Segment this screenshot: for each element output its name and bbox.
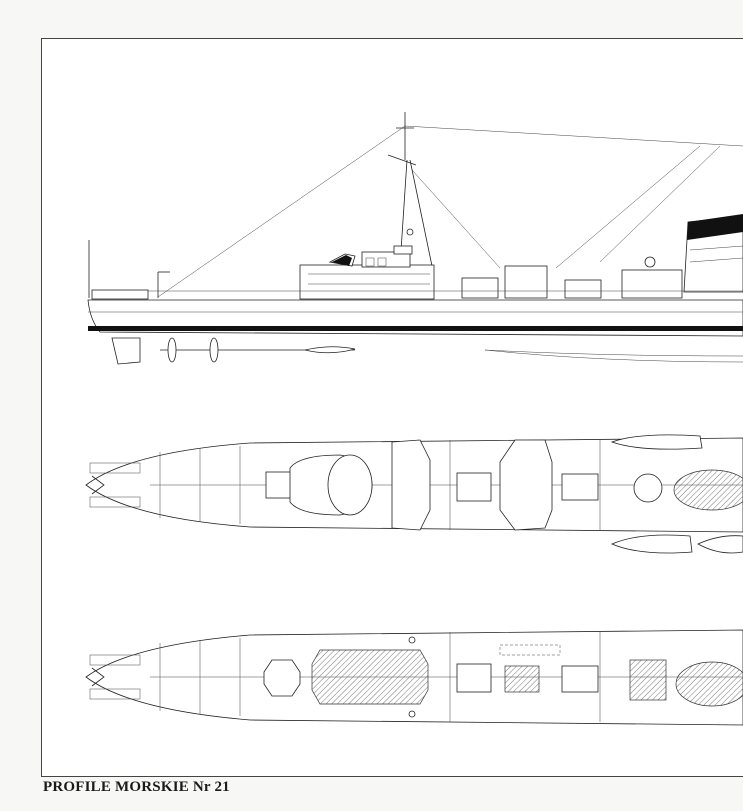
upper-deck-plan-view: [85, 434, 743, 554]
searchlight: [644, 256, 656, 268]
boat-stbd-2: [697, 535, 743, 554]
boat-port: [610, 434, 703, 450]
hull-profile: [87, 299, 743, 337]
deckhouse-3: [564, 279, 602, 299]
underwater-gear: [111, 337, 743, 365]
bridge-superstructure: [299, 245, 435, 300]
foremast: [387, 112, 433, 267]
funnel: [683, 214, 743, 293]
boat-stbd-1: [610, 534, 693, 554]
gun-mount-lower-2: [456, 663, 492, 693]
lower-deck-plan-view: [85, 629, 743, 726]
funnel-base: [633, 473, 663, 503]
deckhouse-2: [504, 265, 548, 299]
hatched-compartment-4: [675, 661, 743, 707]
deckhouse-1: [461, 277, 499, 299]
hatched-compartment-2: [504, 665, 540, 693]
aft-stay: [599, 145, 721, 263]
fore-stay: [157, 125, 406, 298]
wing-platform: [391, 439, 431, 531]
hatched-compartment-3: [629, 659, 667, 701]
gun-mount-2: [456, 472, 492, 502]
gun-mount-1: [265, 471, 293, 499]
gun-mount-lower-3: [561, 665, 599, 693]
deckhouse-4: [621, 269, 683, 299]
side-profile-view: [87, 112, 743, 365]
bow-deck-fittings: [91, 289, 149, 300]
funnel-top: [673, 469, 743, 511]
gun-base-1: [263, 659, 301, 697]
midship-house: [499, 439, 553, 531]
mast-stay: [411, 169, 501, 269]
antenna-wire: [404, 125, 743, 147]
hatched-compartment-1: [311, 649, 429, 705]
gun-mount-3: [561, 473, 599, 501]
page-caption: PROFILE MORSKIE Nr 21: [43, 779, 230, 795]
funnel-stay: [555, 145, 701, 269]
